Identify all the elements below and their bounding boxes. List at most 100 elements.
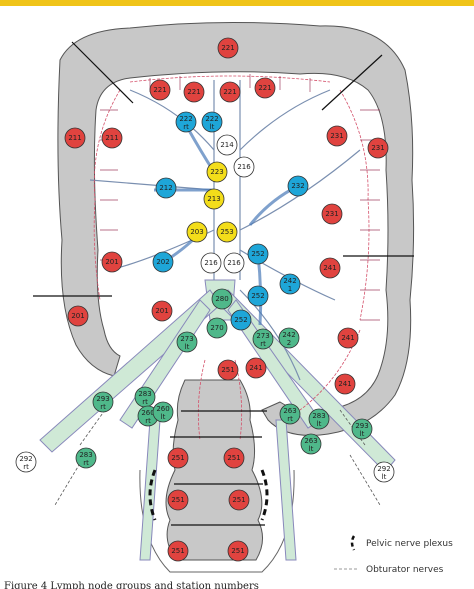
- node-circle: [326, 125, 348, 147]
- node-213: 213: [203, 188, 225, 210]
- node-214: 214: [216, 134, 238, 156]
- node-sublabel: rt: [83, 459, 89, 467]
- node-label: 241: [249, 364, 262, 372]
- node-circle: [75, 447, 97, 469]
- node-252: 252: [247, 285, 269, 307]
- node-circle: [67, 305, 89, 327]
- legend-plexus-mark: [350, 535, 356, 551]
- node-circle: [351, 418, 373, 440]
- node-201: 201: [101, 251, 123, 273]
- node-circle: [175, 111, 197, 133]
- node-sublabel: lt: [360, 430, 365, 438]
- node-circle: [206, 161, 228, 183]
- node-circle: [151, 300, 173, 322]
- node-sublabel: rt: [260, 340, 266, 348]
- node-216: 216: [233, 156, 255, 178]
- node-252: 252: [247, 243, 269, 265]
- node-circle: [217, 359, 239, 381]
- node-label: 223: [210, 168, 223, 176]
- node-label: 241: [341, 334, 354, 342]
- node-label: 251: [171, 496, 184, 504]
- node-label: 241: [323, 264, 336, 272]
- node-circle: [64, 127, 86, 149]
- node-circle: [217, 37, 239, 59]
- node-211: 211: [64, 127, 86, 149]
- node-label: 242: [282, 331, 295, 339]
- node-label: 292: [377, 465, 390, 473]
- legend: Pelvic nerve plexus Obturator nerves: [334, 535, 453, 575]
- node-sublabel: lt: [317, 420, 322, 428]
- node-sublabel: rt: [287, 415, 293, 423]
- node-212: 212: [155, 177, 177, 199]
- node-sublabel: lt: [161, 413, 166, 421]
- node-251: 251: [227, 540, 249, 562]
- node-circle: [167, 489, 189, 511]
- node-sublabel: rt: [145, 417, 151, 425]
- node-label: 231: [371, 144, 384, 152]
- node-circle: [167, 540, 189, 562]
- node-circle: [167, 447, 189, 469]
- node-label: 263: [304, 437, 317, 445]
- node-circle: [155, 177, 177, 199]
- node-circle: [201, 111, 223, 133]
- node-circle: [216, 221, 238, 243]
- node-label: 251: [221, 366, 234, 374]
- node-251: 251: [167, 447, 189, 469]
- node-label: 252: [251, 292, 264, 300]
- node-sublabel: 1: [288, 285, 292, 293]
- node-circle: [101, 251, 123, 273]
- node-label: 221: [221, 44, 234, 52]
- node-label: 214: [220, 141, 234, 149]
- node-label: 202: [156, 258, 169, 266]
- node-circle: [183, 81, 205, 103]
- node-label: 260: [156, 405, 169, 413]
- node-sublabel: lt: [185, 343, 190, 351]
- node-label: 213: [207, 195, 220, 203]
- node-label: 201: [155, 307, 168, 315]
- node-circle: [200, 252, 222, 274]
- node-216: 216: [200, 252, 222, 274]
- node-211: 211: [101, 127, 123, 149]
- node-circle: [152, 251, 174, 273]
- node-221: 221: [183, 81, 205, 103]
- node-circle: [203, 188, 225, 210]
- node-circle: [254, 77, 276, 99]
- node-201: 201: [151, 300, 173, 322]
- node-label: 260: [141, 409, 154, 417]
- node-label: 201: [105, 258, 118, 266]
- node-label: 203: [190, 228, 203, 236]
- node-202: 202: [152, 251, 174, 273]
- node-label: 251: [227, 454, 240, 462]
- node-circle: [149, 79, 171, 101]
- node-sublabel: rt: [183, 123, 189, 131]
- node-label: 270: [210, 324, 223, 332]
- node-circle: [279, 403, 301, 425]
- node-sublabel: lt: [309, 445, 314, 453]
- node-280: 280: [211, 288, 233, 310]
- node-circle: [300, 433, 322, 455]
- node-circle: [319, 257, 341, 279]
- node-216: 216: [223, 252, 245, 274]
- node-221: 221: [254, 77, 276, 99]
- node-221: 221: [219, 81, 241, 103]
- node-253: 253: [216, 221, 238, 243]
- node-label: 263: [283, 407, 296, 415]
- node-circle: [308, 408, 330, 430]
- node-203: 203: [186, 221, 208, 243]
- node-label: 216: [204, 259, 218, 267]
- node-252: 252: [230, 309, 252, 331]
- node-label: 232: [291, 182, 304, 190]
- node-circle: [247, 285, 269, 307]
- node-241: 241: [334, 373, 356, 395]
- node-label: 252: [234, 316, 247, 324]
